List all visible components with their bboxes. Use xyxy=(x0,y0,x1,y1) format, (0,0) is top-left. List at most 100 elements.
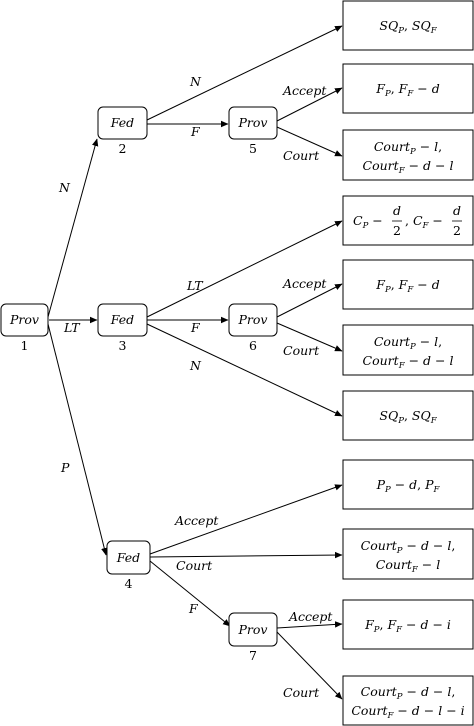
outcome-frame xyxy=(342,0,474,51)
node-box xyxy=(97,303,148,337)
edge-label-7-o10: Accept xyxy=(288,609,333,624)
edge-label-5-o2: Accept xyxy=(282,83,327,98)
outcome-box-5: FP, FF − d xyxy=(342,259,474,310)
edge-label-4-o9: Court xyxy=(176,558,213,573)
edge-6-o5 xyxy=(276,283,343,318)
outcome-frame xyxy=(342,259,474,310)
edge-label-1-3: LT xyxy=(63,320,81,335)
outcome-payoff-line-2: CourtF − d − l − i xyxy=(351,703,464,721)
outcome-payoff-text: SQP, SQF xyxy=(379,18,437,36)
edge-label-1-4: P xyxy=(60,460,70,475)
outcome-payoff-line-1: CourtP − d − l, xyxy=(361,538,456,556)
edge-label-3-o7: N xyxy=(189,358,202,373)
edge-5-o2 xyxy=(276,87,343,122)
outcome-frame xyxy=(342,599,474,650)
outcome-frame xyxy=(342,528,474,580)
node-number: 6 xyxy=(249,338,257,353)
outcome-payoff-text: FP, FF − d xyxy=(375,277,439,295)
decision-node-6: Prov 6 xyxy=(228,303,278,353)
edge-7-o10 xyxy=(276,621,343,629)
node-number: 2 xyxy=(119,141,127,156)
decision-node-4: Fed 4 xyxy=(106,540,151,591)
edge-label-3-o4: LT xyxy=(186,278,204,293)
node-label: Fed xyxy=(116,550,140,565)
outcome-frame xyxy=(342,195,474,246)
outcome-frame xyxy=(342,459,474,510)
decision-node-5: Prov 5 xyxy=(228,106,278,156)
edge-7-o11 xyxy=(276,631,343,700)
outcome-payoff-line-1: CourtP − l, xyxy=(374,334,442,352)
edge-3-o4 xyxy=(146,220,343,318)
edge-label-6-o6: Court xyxy=(283,343,320,358)
fraction-denominator: 2 xyxy=(393,223,401,238)
outcome-payoff-line-2: CourtF − l xyxy=(376,557,440,575)
decision-node-3: Fed 3 xyxy=(97,303,148,353)
outcome-box-11: CourtP − d − l, CourtF − d − l − i xyxy=(342,675,474,726)
node-label: Prov xyxy=(238,622,268,637)
outcome-payoff-line-1: CourtP − l, xyxy=(374,139,442,157)
outcome-frame xyxy=(342,63,474,114)
fraction-numerator: d xyxy=(393,203,401,218)
node-box xyxy=(106,540,151,575)
outcome-payoff-line-1: CourtP − d − l, xyxy=(361,684,456,702)
outcome-frame xyxy=(342,390,474,441)
outcome-box-9: CourtP − d − l, CourtF − l xyxy=(342,528,474,580)
edge-label-4-o8: Accept xyxy=(174,513,219,528)
node-box xyxy=(0,303,49,337)
outcome-frame xyxy=(342,129,474,181)
outcome-box-1: SQP, SQF xyxy=(342,0,474,51)
outcome-box-10: FP, FF − d − i xyxy=(342,599,474,650)
outcome-payoff-text: SQP, SQF xyxy=(379,408,437,426)
decision-node-2: Fed 2 xyxy=(97,106,148,156)
node-label: Prov xyxy=(9,312,39,327)
outcome-box-7: SQP, SQF xyxy=(342,390,474,441)
fraction-numerator: d xyxy=(453,203,461,218)
outcome-frame xyxy=(342,675,474,726)
node-number: 5 xyxy=(249,141,257,156)
edge-label-3-6: F xyxy=(190,320,201,335)
edge-label-1-2: N xyxy=(58,180,71,195)
fraction-denominator: 2 xyxy=(453,223,461,238)
decision-node-1: Prov 1 xyxy=(0,303,49,353)
edge-1-4 xyxy=(47,323,108,556)
outcome-box-3: CourtP − l, CourtF − d − l xyxy=(342,129,474,181)
outcome-payoff-line-2: CourtF − d − l xyxy=(363,158,454,176)
outcome-payoff-line-2: CourtF − d − l xyxy=(363,353,454,371)
node-box xyxy=(228,303,278,337)
outcome-box-2: FP, FF − d xyxy=(342,63,474,114)
node-label: Prov xyxy=(238,115,268,130)
decision-node-7: Prov 7 xyxy=(228,612,278,663)
outcome-box-6: CourtP − l, CourtF − d − l xyxy=(342,324,474,376)
edge-4-o8 xyxy=(149,484,343,555)
outcome-box-8: PP − d, PF xyxy=(342,459,474,510)
node-label: Prov xyxy=(238,312,268,327)
edge-4-o9 xyxy=(149,551,343,559)
outcome-payoff-text: FP, FF − d − i xyxy=(364,617,451,635)
edge-5-o3 xyxy=(276,126,343,157)
edge-3-o7 xyxy=(146,323,343,417)
edge-labels: N LT P N F Accept Court LT F N Accept Co… xyxy=(58,74,333,700)
edges xyxy=(47,25,343,700)
node-number: 7 xyxy=(249,648,257,663)
node-label: Fed xyxy=(110,312,134,327)
node-number: 4 xyxy=(125,576,133,591)
outcome-box-4: CP − d 2 , CF − d 2 xyxy=(342,195,474,246)
edge-label-2-o1: N xyxy=(189,74,202,89)
node-number: 1 xyxy=(21,338,29,353)
node-box xyxy=(97,106,148,140)
node-box xyxy=(228,612,278,647)
edge-1-2 xyxy=(47,138,99,318)
edge-4-7 xyxy=(149,560,231,627)
outcome-frame xyxy=(342,324,474,376)
node-number: 3 xyxy=(119,338,127,353)
outcome-payoff-text: PP − d, PF xyxy=(376,477,441,495)
node-box xyxy=(228,106,278,140)
node-label: Fed xyxy=(110,115,134,130)
edge-6-o6 xyxy=(276,322,343,352)
outcome-payoff-cf: , CF − xyxy=(405,213,443,231)
edge-label-6-o5: Accept xyxy=(282,276,327,291)
edge-2-o1 xyxy=(146,25,343,121)
outcome-payoff-text: FP, FF − d xyxy=(375,81,439,99)
